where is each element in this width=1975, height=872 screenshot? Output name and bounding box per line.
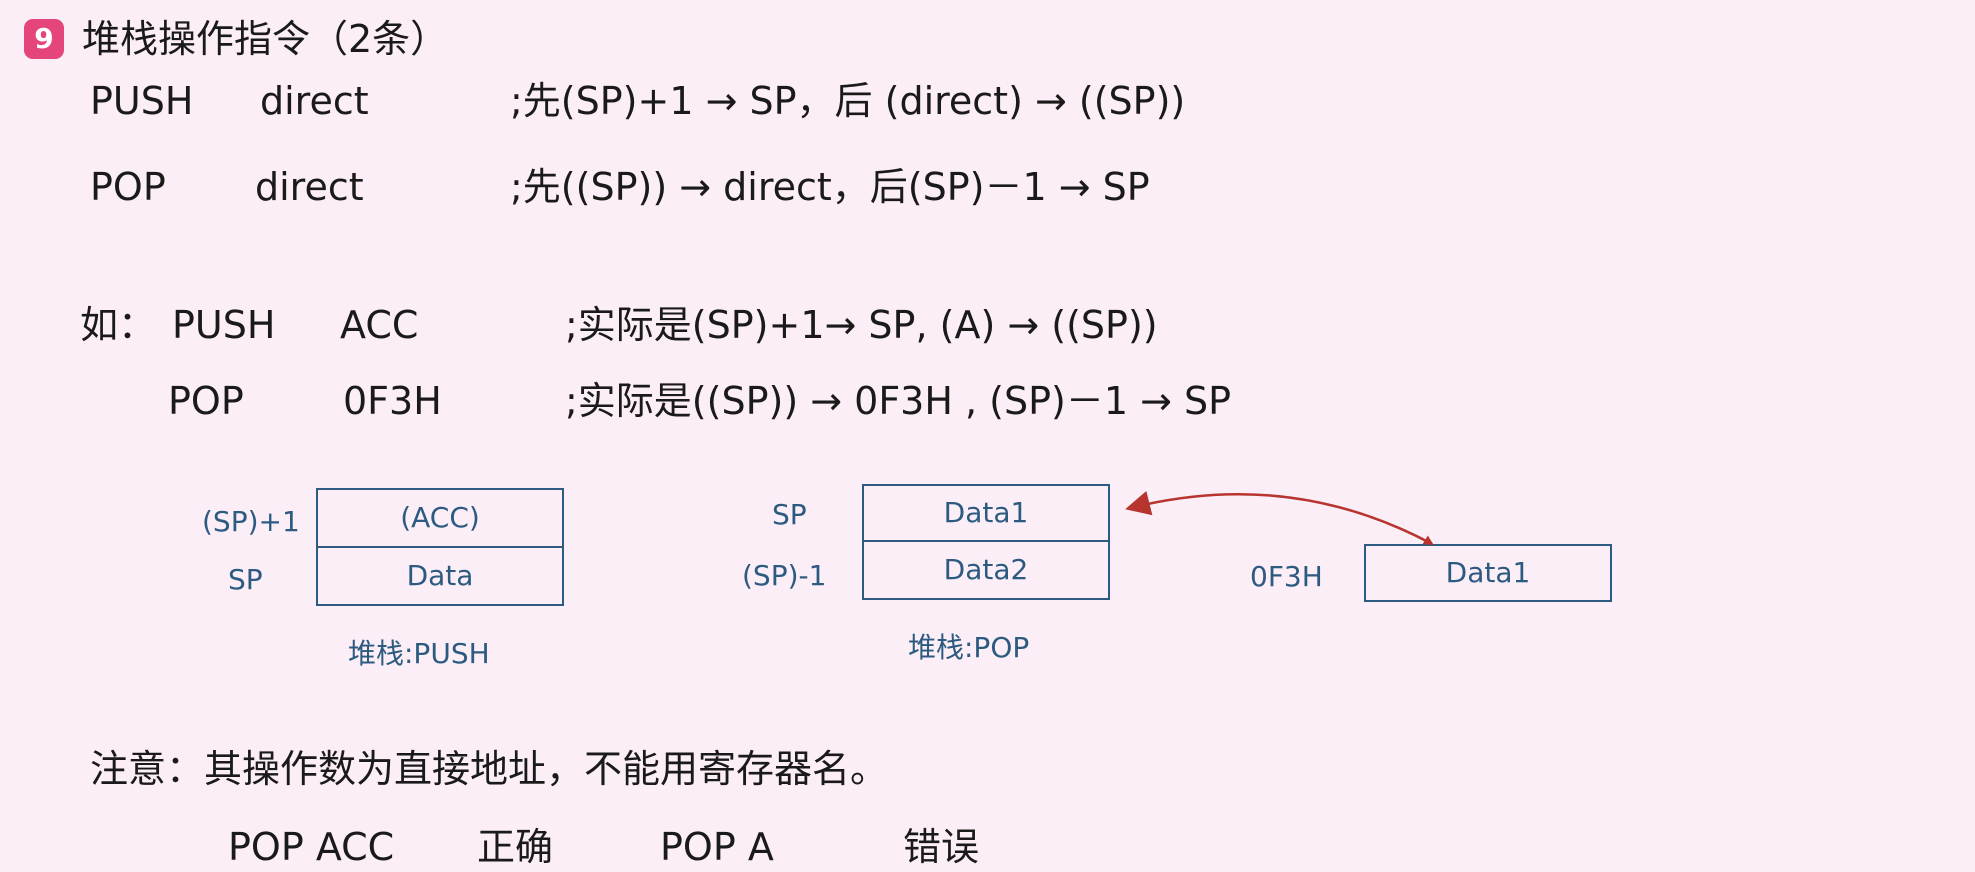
push-label-sp: SP (228, 563, 263, 596)
example-push-op: PUSH (172, 303, 276, 347)
note-correct-label: 正确 (477, 825, 554, 869)
example-pop-op: POP (168, 379, 244, 423)
note-wrong-label: 错误 (903, 825, 980, 869)
instruction-pop-arg: direct (255, 165, 364, 209)
note-wrong-code: POP A (660, 825, 774, 869)
example-prefix: 如： (80, 303, 157, 347)
target-label-0f3h: 0F3H (1250, 560, 1323, 593)
example-push-desc: ;实际是(SP)+1→ SP, (A) → ((SP)) (565, 303, 1158, 347)
note-text: 注意：其操作数为直接地址，不能用寄存器名。 (90, 747, 889, 791)
pop-label-sp: SP (772, 498, 807, 531)
push-cell-data: Data (316, 546, 564, 606)
pop-cell-data2: Data2 (862, 540, 1110, 600)
pop-caption: 堆栈:POP (908, 631, 1030, 664)
instruction-pop-desc: ;先((SP)) → direct，后(SP)－1 → SP (510, 165, 1150, 209)
example-push-arg: ACC (340, 303, 419, 347)
pop-label-sp-minus-1: (SP)-1 (742, 559, 827, 592)
example-pop-arg: 0F3H (343, 379, 442, 423)
section-number-badge: 9 (24, 19, 64, 59)
instruction-push-desc: ;先(SP)+1 → SP，后 (direct) → ((SP)) (510, 79, 1186, 123)
instruction-pop-op: POP (90, 165, 166, 209)
target-cell-data1: Data1 (1364, 544, 1612, 602)
section-title: 堆栈操作指令（2条） (82, 17, 449, 61)
example-pop-desc: ;实际是((SP)) → 0F3H , (SP)－1 → SP (565, 379, 1232, 423)
note-correct-code: POP ACC (228, 825, 395, 869)
push-caption: 堆栈:PUSH (348, 637, 490, 670)
instruction-push-arg: direct (260, 79, 369, 123)
instruction-push-op: PUSH (90, 79, 194, 123)
push-label-sp-plus-1: (SP)+1 (202, 505, 300, 538)
